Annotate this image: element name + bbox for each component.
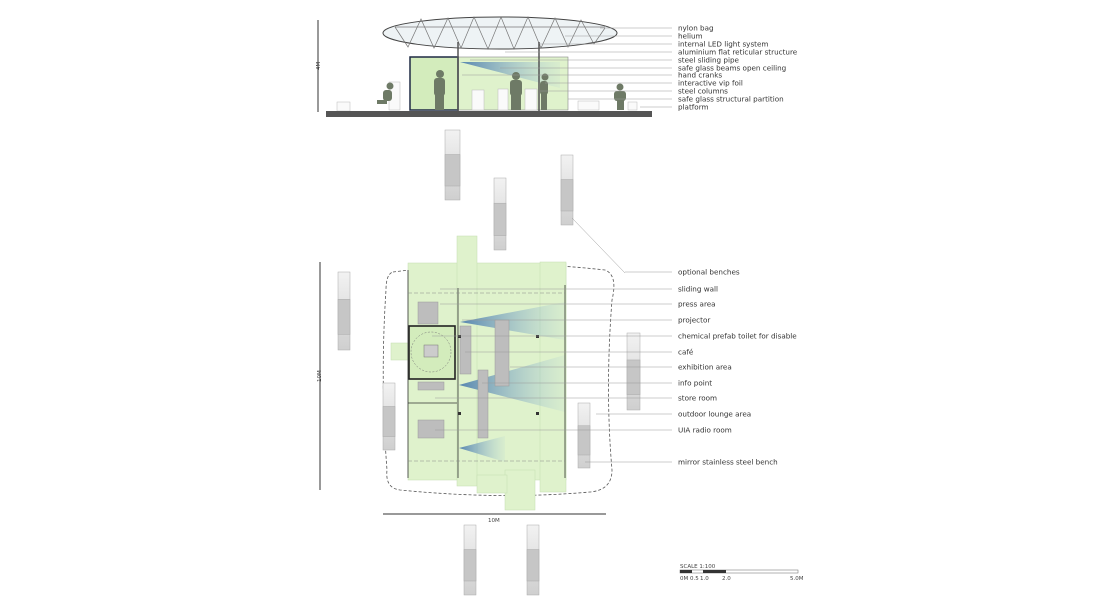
section-label: aluminium flat reticular structure (678, 48, 798, 57)
platform (326, 111, 652, 117)
plan-label: press area (678, 300, 716, 309)
section-label: steel columns (678, 87, 728, 96)
section-label: safe glass structural partition (678, 95, 784, 104)
section-label: interactive vip foil (678, 79, 743, 88)
plan-label: sliding wall (678, 285, 718, 294)
plan-label: UIA radio room (678, 426, 732, 435)
projector-beam-1 (460, 302, 565, 340)
plan-width-label: 10M (488, 518, 500, 524)
scale-tick-label: 2.0 (722, 576, 731, 582)
floor-plan: 10M 10M optional b (317, 129, 797, 596)
outdoor-lounge-boundary (382, 264, 615, 496)
scale-tick-label: 5.0M (790, 576, 804, 582)
plan-label: exhibition area (678, 363, 732, 372)
section-label: hand cranks (678, 71, 722, 80)
plan-label: mirror stainless steel bench (678, 458, 778, 467)
section-label: safe glass beams open ceiling (678, 64, 786, 73)
optional-benches (337, 129, 641, 596)
scale-tick-label: 0.5 (690, 576, 699, 582)
section-height-label: 4M (316, 62, 322, 70)
furniture (417, 301, 510, 439)
scale-title: SCALE 1:100 (680, 564, 716, 570)
scale-tick-label: 0M (680, 576, 688, 582)
scale-tick-label: 1.0 (700, 576, 709, 582)
plan-label: optional benches (678, 268, 740, 277)
section-label: platform (678, 103, 709, 112)
plan-label: outdoor lounge area (678, 410, 751, 419)
section-label: helium (678, 32, 703, 41)
section-label: steel sliding pipe (678, 56, 740, 65)
reticular-structure (394, 16, 606, 50)
section-label: nylon bag (678, 24, 714, 33)
projector-beam-3 (459, 436, 505, 462)
section-label: internal LED light system (678, 40, 768, 49)
human-figures (377, 70, 626, 110)
plan-label: store room (678, 394, 717, 403)
plan-label: chemical prefab toilet for disable (678, 332, 797, 341)
plan-label: info point (678, 379, 712, 388)
plan-label: projector (678, 316, 710, 325)
plan-label: café (678, 348, 694, 357)
plan-height-label: 10M (317, 370, 323, 382)
